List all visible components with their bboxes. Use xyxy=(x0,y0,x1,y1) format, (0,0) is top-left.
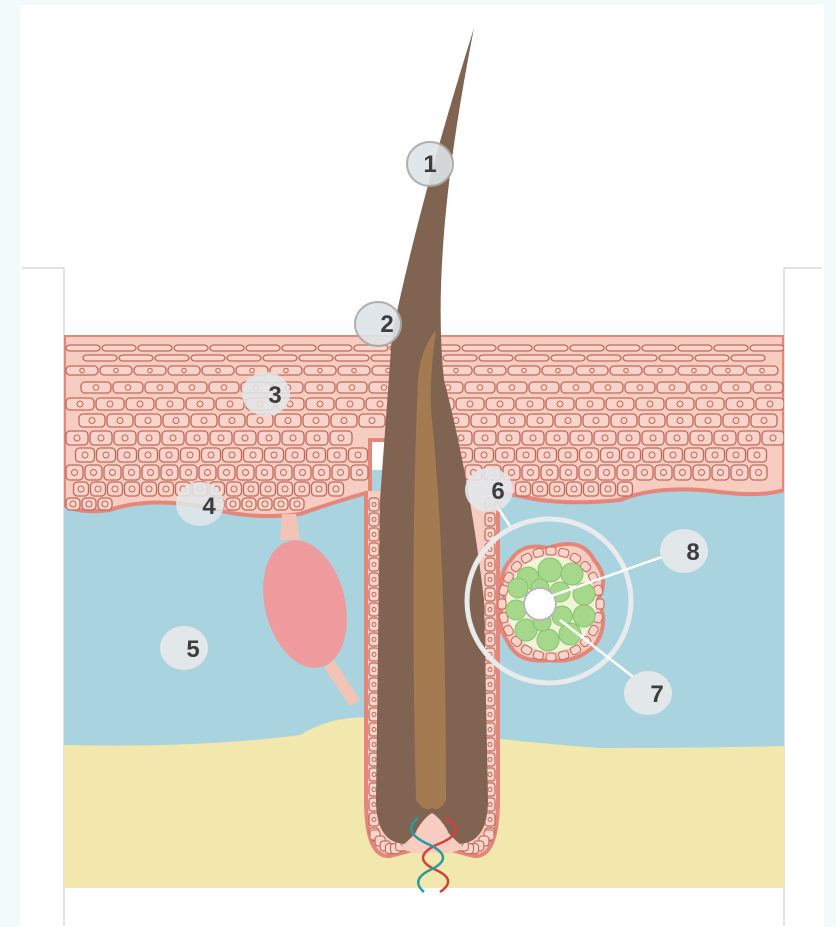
callout-8: 8 xyxy=(660,529,708,573)
callout-5-label: 5 xyxy=(186,636,199,663)
callout-7-label: 7 xyxy=(650,681,663,708)
callout-7: 7 xyxy=(624,671,672,715)
callout-2-label: 2 xyxy=(380,311,393,338)
callout-3: 3 xyxy=(242,372,290,416)
callout-6: 6 xyxy=(465,468,513,512)
callout-4: 4 xyxy=(176,482,224,526)
callout-3-label: 3 xyxy=(268,382,281,409)
callout-2: 2 xyxy=(355,302,401,346)
callout-6-label: 6 xyxy=(491,478,504,505)
callout-8-label: 8 xyxy=(686,539,699,566)
callout-1-label: 1 xyxy=(423,151,436,178)
callout-1: 1 xyxy=(407,142,453,186)
callout-5: 5 xyxy=(160,626,208,670)
left-frame-line xyxy=(22,268,64,925)
right-frame-line xyxy=(784,268,822,925)
callout-4-label: 4 xyxy=(202,493,216,520)
